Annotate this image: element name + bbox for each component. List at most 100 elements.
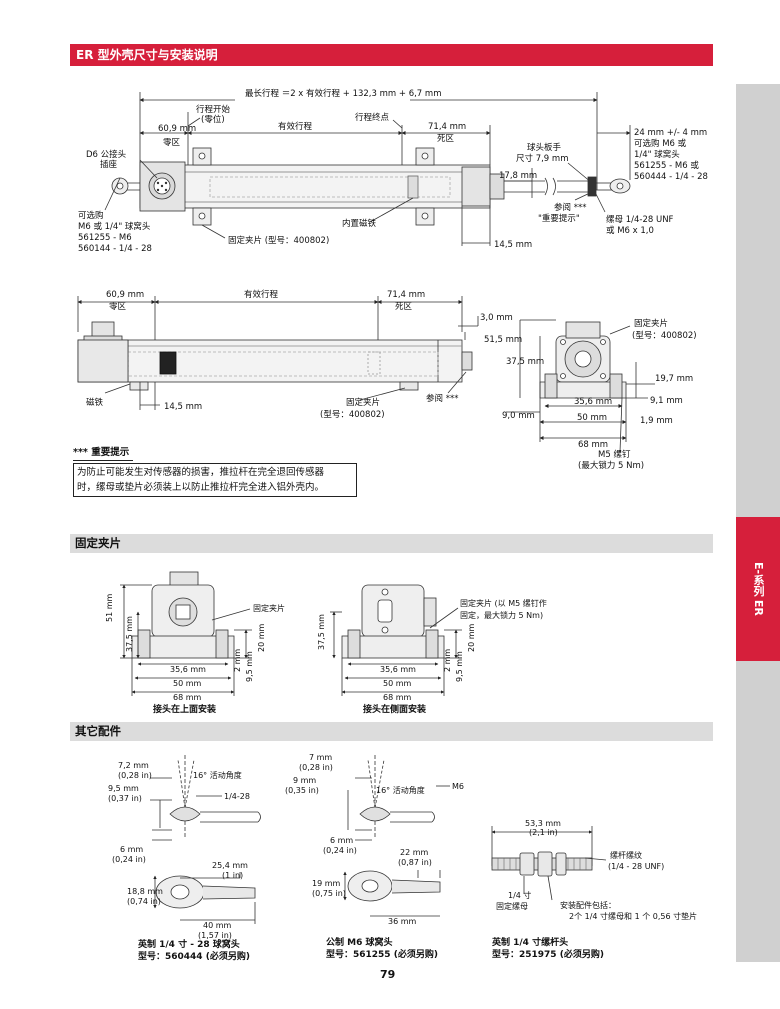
acc3-thread-spec: (1/4 - 28 UNF) [608, 862, 664, 871]
acc3-nut-label: 1/4 寸 [508, 890, 531, 900]
important-note-ref: "重要提示" [538, 213, 580, 224]
see-note-label: 参阅 *** [554, 202, 586, 213]
clamp-left-label: 固定夹片 [253, 603, 285, 613]
clamp-right-dim-35-6: 35,6 mm [380, 665, 416, 674]
acc3-dim-53-3: 53,3 mm [525, 819, 561, 828]
acc3-kit-label: 安装配件包括： [560, 900, 616, 910]
dim-9-1: 9,1 mm [650, 396, 683, 406]
clamp-left-caption: 接头在上面安装 [153, 703, 217, 715]
acc2-caption: 公制 M6 球窝头 [326, 936, 393, 948]
acc1-dim-9-5-in: (0,37 in) [108, 794, 142, 803]
dim-51-5: 51,5 mm [484, 335, 522, 345]
stroke-start-label: 行程开始 [196, 104, 231, 115]
page-title: ER 型外壳尺寸与安装说明 [76, 48, 218, 62]
accessories-diagrams: 7,2 mm (0,28 in) 9,5 mm (0,37 in) 16° 活动… [108, 753, 697, 962]
wrench-size-label: 尺寸 7,9 mm [516, 153, 568, 164]
acc3-dim-53-3-in: (2,1 in) [529, 828, 558, 837]
mid-dim-71-4: 71,4 mm [387, 290, 425, 300]
mid-clamp-model: (型号：400802) [320, 410, 385, 420]
acc2-dim-22-in: (0,87 in) [398, 858, 432, 867]
clamp-right-dim-37-5: 37,5 mm [317, 614, 326, 650]
acc1-thread: 1/4-28 [224, 792, 250, 801]
clamp-right-dim-20: 20 mm [467, 623, 476, 652]
side-tab-active[interactable] [736, 517, 780, 661]
clamp-left-dim-35-6: 35,6 mm [170, 665, 206, 674]
acc2-dim-6-in: (0,24 in) [323, 846, 357, 855]
acc3-caption: 英制 1/4 寸缧杆头 [491, 936, 568, 948]
clamp-left-dim-51: 51 mm [105, 593, 114, 622]
acc1-dim-18-8: 18,8 mm [127, 887, 163, 896]
section-fixed-clamp: 固定夹片 [70, 534, 713, 553]
acc2-angle: 16° 活动角度 [376, 785, 425, 795]
stroke-end-label: 行程终点 [355, 112, 390, 123]
right-dim-label: 24 mm +/- 4 mm [634, 128, 707, 138]
dim-1-9: 1,9 mm [640, 416, 673, 426]
mid-magnet-label: 磁铁 [86, 397, 104, 408]
sensor-side-view-diagram: 60,9 mm 零区 有效行程 71,4 mm 死区 磁铁 14,5 mm 固定… [77, 289, 697, 471]
dim-19-7: 19,7 mm [655, 374, 693, 384]
acc2-dim-7-in: (0,28 in) [299, 763, 333, 772]
right-option-4: 560444 - 1/4 - 28 [634, 172, 708, 182]
acc2-dim-22: 22 mm [400, 848, 429, 857]
clamp-left-dim-37-5: 37,5 mm [125, 616, 134, 652]
section-fixed-clamp-title: 固定夹片 [75, 536, 121, 550]
section-other-accessories: 其它配件 [70, 722, 713, 741]
acc3-nut-label-2: 固定缧母 [496, 901, 528, 911]
clamp-right-dim-2: 2 mm [443, 649, 452, 672]
acc2-dim-6: 6 mm [330, 836, 353, 845]
acc1-dim-25-4-in: (1 in) [222, 871, 243, 880]
acc1-dim-25-4: 25,4 mm [212, 861, 248, 870]
acc1-angle: 16° 活动角度 [193, 770, 242, 780]
dim-68: 68 mm [578, 440, 608, 450]
clamp-mounting-diagrams: 51 mm 37,5 mm 20 mm 2 mm 9,5 mm 35,6 mm … [105, 571, 476, 715]
acc2-thread: M6 [452, 782, 464, 791]
end-clamp-model: (型号：400802) [632, 331, 697, 341]
dim-50: 50 mm [577, 413, 607, 423]
page-number: 79 [380, 968, 396, 981]
mid-dead-zone: 死区 [395, 302, 413, 312]
right-option-3: 561255 - M6 或 [634, 160, 699, 171]
dead-zone-label: 死区 [437, 134, 455, 144]
acc3-thread-label: 缧杆缧纹 [610, 850, 642, 860]
acc2-dim-9: 9 mm [293, 776, 316, 785]
acc1-dim-40: 40 mm [203, 921, 232, 930]
nut-alt-label: 或 M6 x 1,0 [606, 225, 654, 236]
right-option-1: 可选购 M6 或 [634, 138, 687, 149]
clamp-right-label-2: 固定，最大锁力 5 Nm) [460, 611, 544, 620]
mid-dim-14-5: 14,5 mm [164, 402, 202, 412]
mid-clamp-label: 固定夹片 [346, 397, 380, 408]
screw-label: M5 缧钉 [598, 449, 631, 460]
mid-see-note: 参阅 *** [426, 393, 458, 404]
dim-14-5: 14,5 mm [494, 240, 532, 250]
acc1-dim-18-8-in: (0,74 in) [127, 897, 161, 906]
dim-60-9: 60,9 mm [158, 124, 196, 134]
acc2-dim-7: 7 mm [309, 753, 332, 762]
clamp-right-label-1: 固定夹片 (以 M5 缧钉作 [460, 599, 547, 608]
clamp-right-dim-9-5: 9,5 mm [455, 651, 464, 682]
rod-end-option-label: M6 或 1/4" 球窝头 [78, 221, 151, 232]
dim-37-5: 37,5 mm [506, 357, 544, 367]
clamp-right-caption: 接头在侧面安装 [363, 703, 427, 715]
acc2-dim-9-in: (0,35 in) [285, 786, 319, 795]
notice-line-1: 为防止可能发生对传感器的损害，推拉杆在完全退回传感器 [77, 467, 325, 478]
clamp-right-label-block: 固定夹片 (以 M5 缧钉作 固定，最大锁力 5 Nm) [460, 598, 547, 622]
dim-17-8: 17,8 mm [499, 171, 537, 181]
clamp-left-dim-68: 68 mm [173, 693, 202, 702]
d6-connector-label: D6 公接头 [86, 149, 127, 160]
dim-71-4: 71,4 mm [428, 122, 466, 132]
optional-buy-label: 可选购 [78, 210, 104, 221]
dim-9-0: 9,0 mm [502, 411, 535, 421]
mid-dim-60-9: 60,9 mm [106, 290, 144, 300]
dim-35-6: 35,6 mm [574, 397, 612, 407]
clamp-right-dim-68: 68 mm [383, 693, 412, 702]
acc1-dim-7-2-in: (0,28 in) [118, 771, 152, 780]
clamp-left-dim-9-5: 9,5 mm [245, 651, 254, 682]
mid-effective-stroke: 有效行程 [244, 289, 279, 300]
clamp-left-dim-50: 50 mm [173, 679, 202, 688]
acc2-dim-19: 19 mm [312, 879, 341, 888]
acc1-dim-9-5: 9,5 mm [108, 784, 139, 793]
acc3-kit-contents: 2个 1/4 寸缧母和 1 个 0,56 寸垫片 [569, 911, 697, 921]
internal-magnet-label: 内置磁铁 [342, 218, 377, 229]
notice-body: 为防止可能发生对传感器的损害，推拉杆在完全退回传感器 时，缧母或垫片必须装上以防… [73, 463, 357, 497]
dim-3-0: 3,0 mm [480, 313, 513, 323]
